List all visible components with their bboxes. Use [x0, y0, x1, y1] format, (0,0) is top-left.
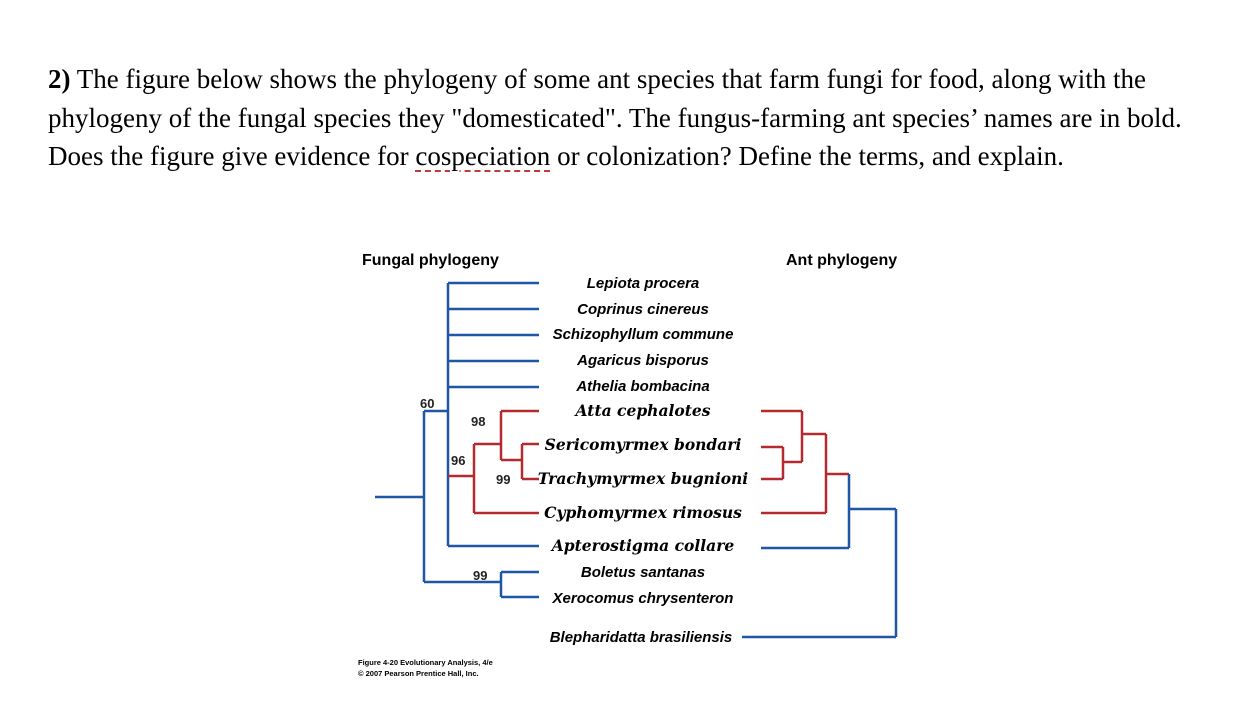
question-text-part2: or colonization? Define the terms, and e… [550, 141, 1064, 171]
question-number: 2) [48, 64, 71, 94]
support-value: 96 [451, 453, 465, 468]
fungal-tree-red [448, 409, 539, 515]
ant-phylogeny-title: Ant phylogeny [786, 252, 897, 269]
support-value: 99 [496, 472, 510, 487]
question-text-part1: The figure below shows the phylogeny of … [48, 64, 1182, 171]
species-name: Agaricus bisporus [576, 352, 709, 369]
ant-tree-red [761, 409, 849, 515]
figure-credit-line1: Figure 4-20 Evolutionary Analysis, 4/e [358, 658, 493, 667]
species-name: Boletus santanas [581, 564, 705, 581]
species-name: Athelia bombacina [575, 378, 709, 395]
species-name-ant-farmer: Sericomyrmex bondari [545, 435, 742, 454]
species-name-ant-farmer: Atta cephalotes [574, 401, 711, 420]
figure-credit-line2: © 2007 Pearson Prentice Hall, Inc. [358, 669, 479, 678]
question-text: 2) The figure below shows the phylogeny … [48, 60, 1218, 176]
species-name-ant-farmer: Cyphomyrmex rimosus [544, 503, 742, 522]
support-value: 99 [473, 568, 487, 583]
ant-tree-blue [742, 474, 898, 639]
fungal-tree-blue [375, 281, 539, 599]
species-name: Lepiota procera [587, 275, 700, 292]
species-name-ant-farmer: Apterostigma collare [550, 536, 735, 555]
spell-flagged-word[interactable]: cospeciation [415, 141, 551, 171]
species-name: Coprinus cinereus [577, 301, 709, 318]
species-name: Schizophyllum commune [553, 326, 734, 343]
support-value: 60 [420, 396, 434, 411]
fungal-phylogeny-title: Fungal phylogeny [362, 252, 499, 269]
support-value: 98 [471, 414, 485, 429]
species-name-ant-farmer: Trachymyrmex bugnioni [538, 469, 749, 488]
species-name-ant-farmer: Blepharidatta brasiliensis [550, 629, 733, 646]
species-name: Xerocomus chrysenteron [552, 590, 734, 607]
